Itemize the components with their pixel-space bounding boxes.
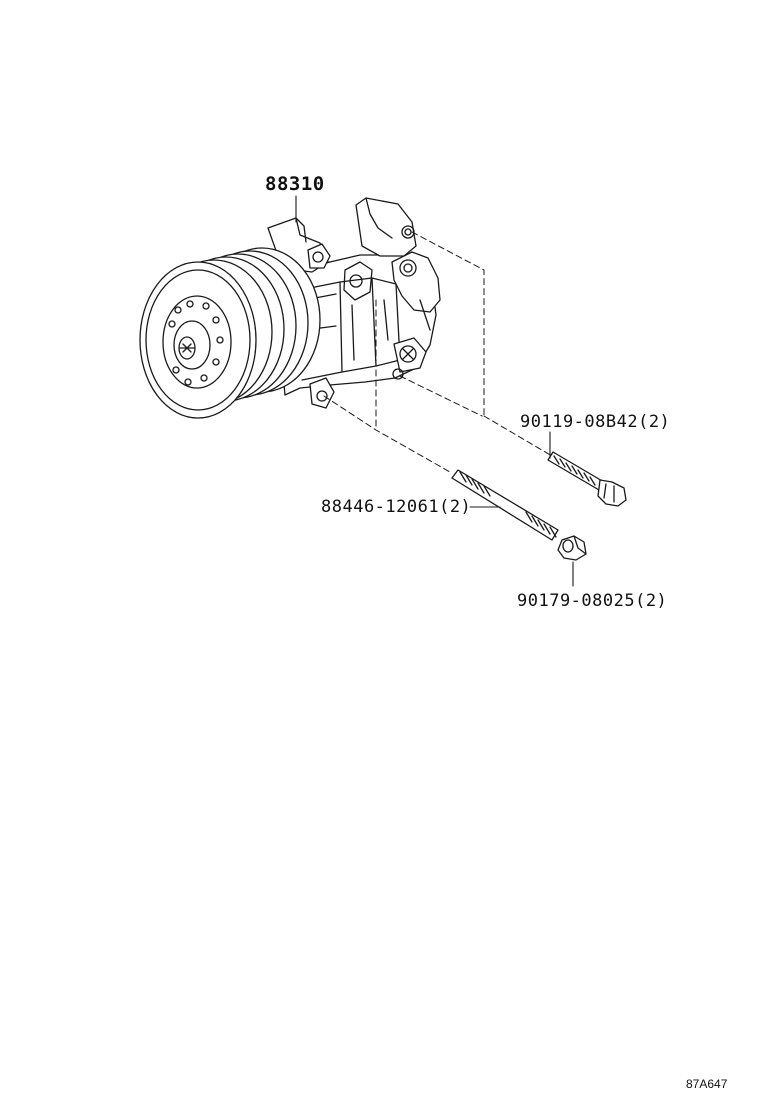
flange-bolt-part-label[interactable]: 90119-08B42(2) — [520, 412, 671, 432]
long-stud-bolt-part-label[interactable]: 88446-12061(2) — [321, 497, 472, 517]
flange-bolt — [547, 451, 627, 507]
compressor-part-number[interactable]: 88310 — [265, 173, 325, 195]
long-stud-bolt — [451, 469, 559, 541]
hex-nut-part-label[interactable]: 90179-08025(2) — [517, 591, 668, 611]
leader-lines — [295, 195, 574, 587]
diagram-code: 87A647 — [686, 1077, 728, 1091]
hex-nut — [557, 535, 587, 561]
compressor-assembly — [139, 197, 441, 419]
assembly-guide-lines — [323, 231, 553, 473]
